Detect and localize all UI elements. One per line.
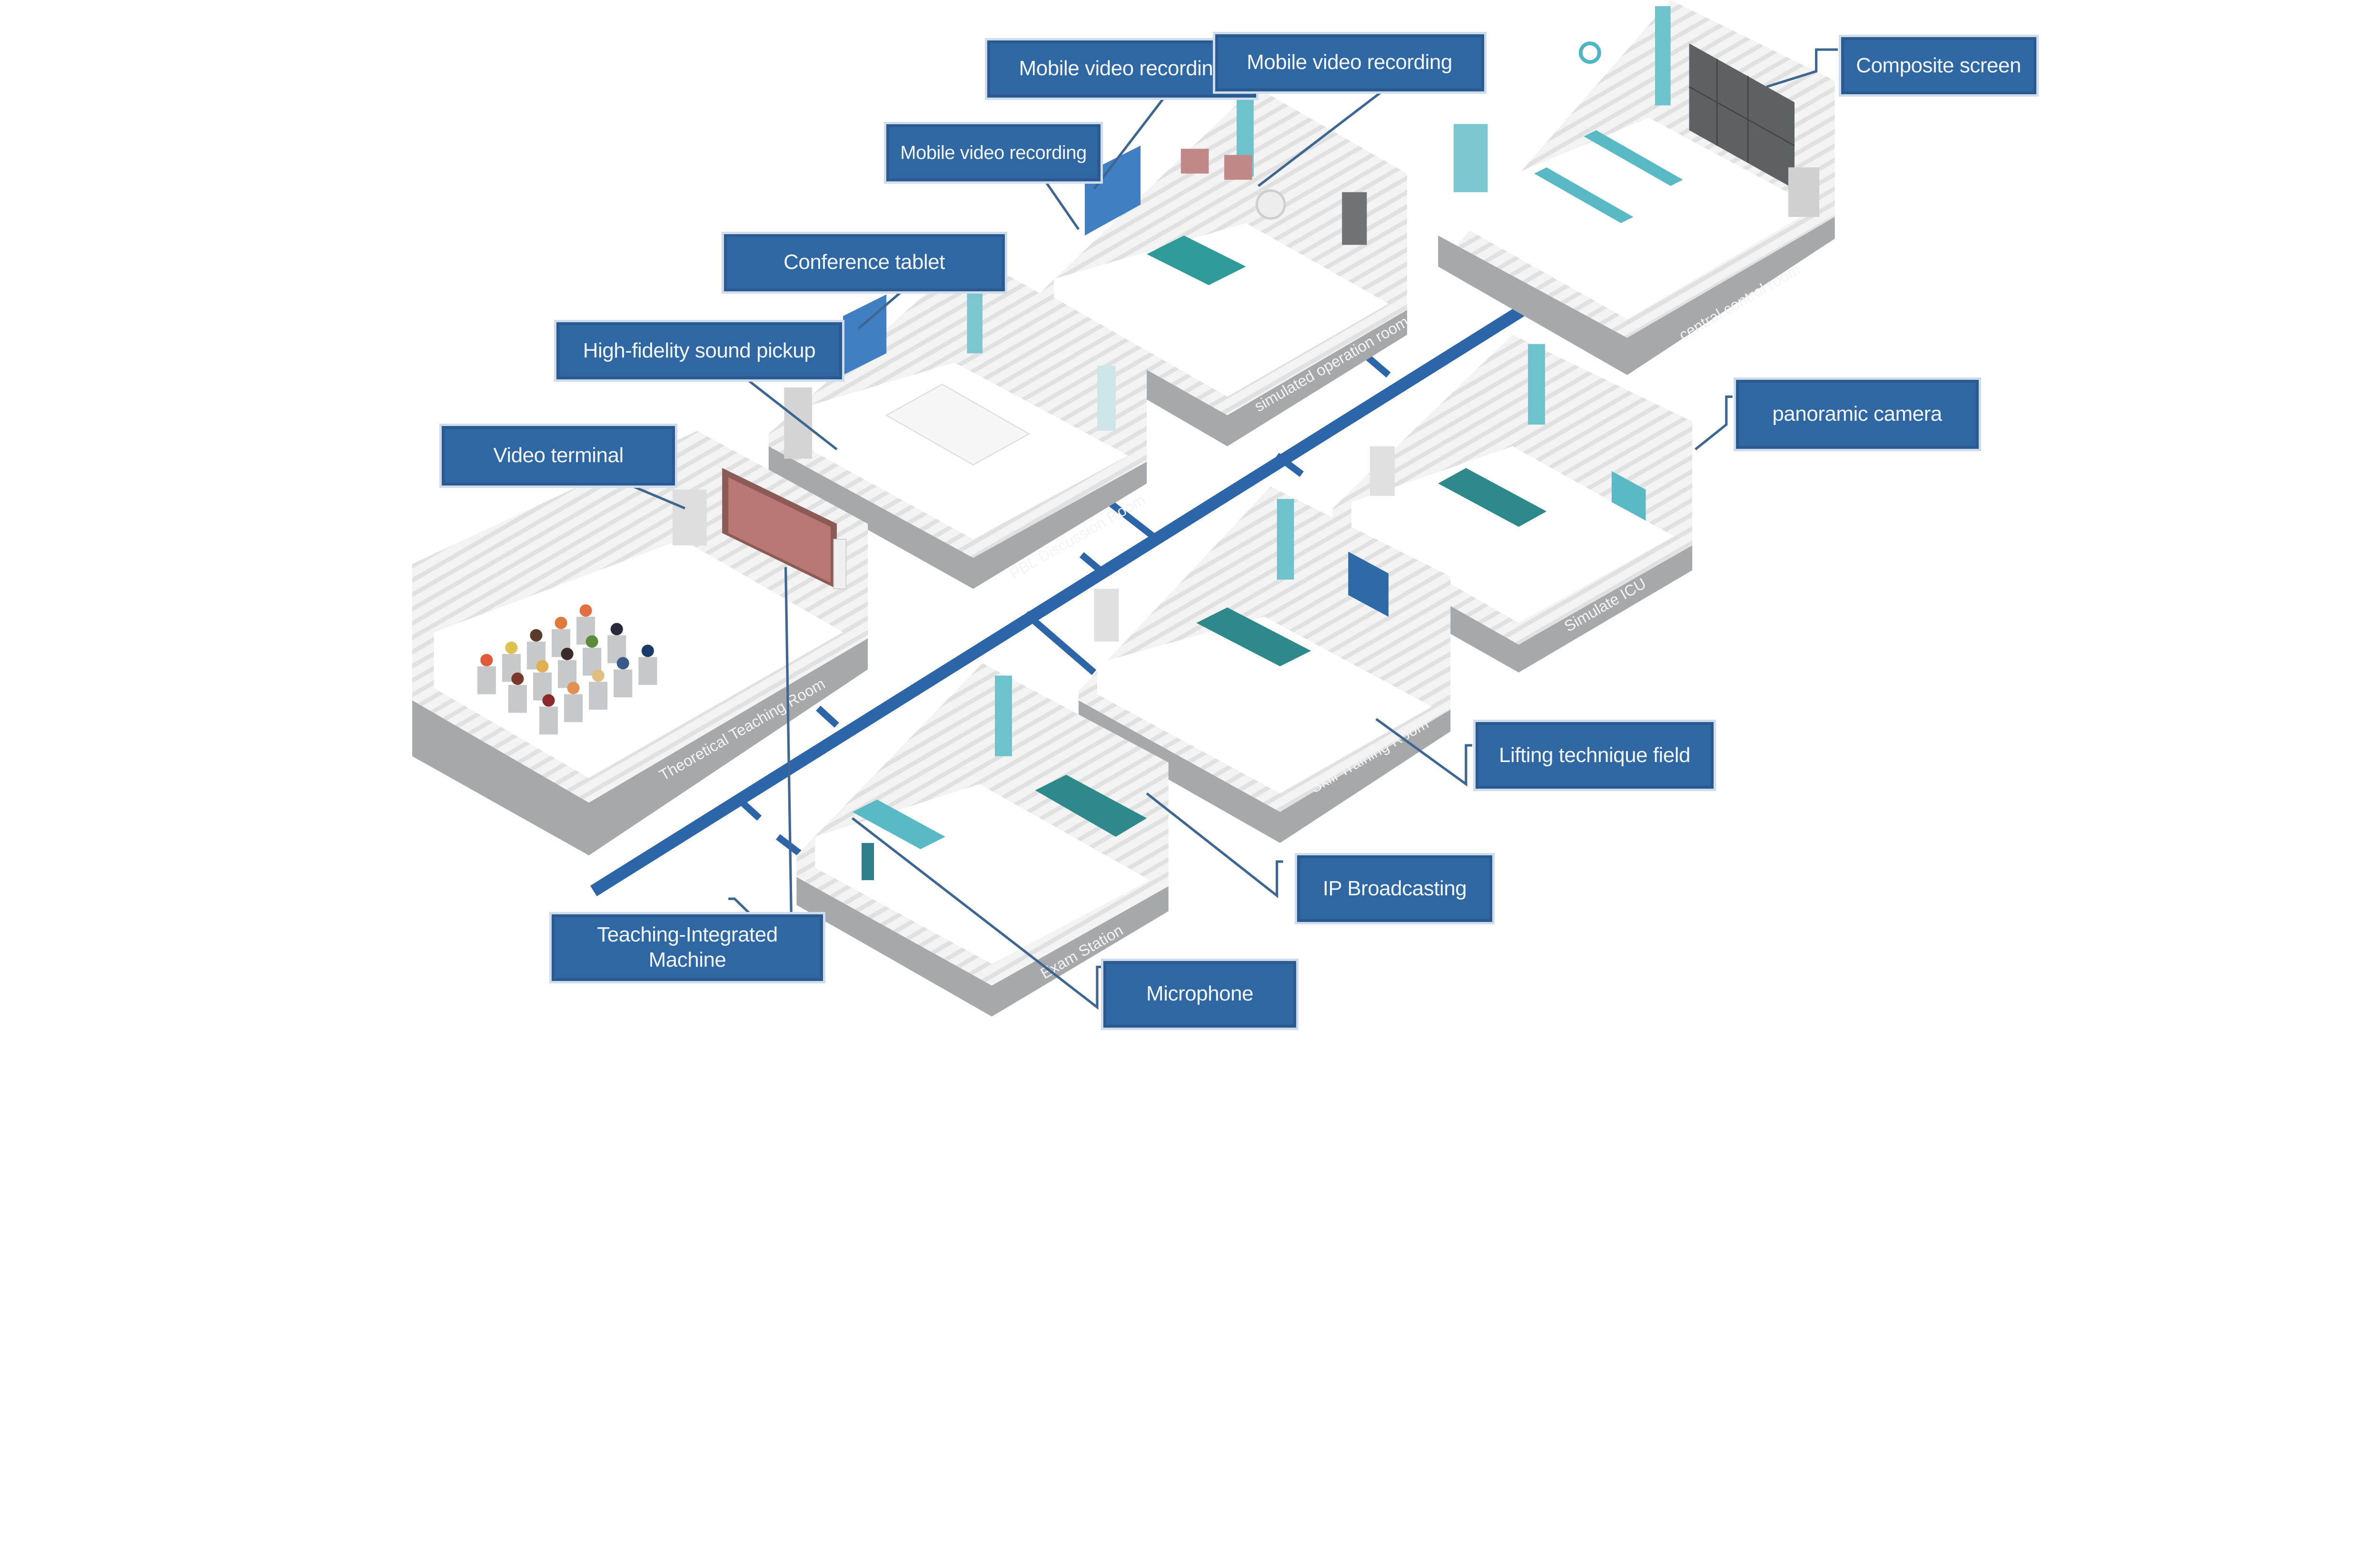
callout-microphone: Microphone xyxy=(1103,961,1296,1028)
facility-diagram-stage: Theoretical Teaching Room PBL Discussion… xyxy=(412,0,2036,1028)
callout-mobile-video-recording-1: Mobile video recording xyxy=(987,40,1256,98)
callout-video-terminal: Video terminal xyxy=(442,426,675,486)
room-theoretical-teaching xyxy=(412,431,868,856)
room-exam-station xyxy=(796,663,1169,1017)
room-pbl-discussion xyxy=(768,254,1147,589)
callout-panoramic-camera: panoramic camera xyxy=(1735,379,1979,449)
room-skill-training xyxy=(1078,486,1451,843)
callout-ip-broadcasting: IP Broadcasting xyxy=(1297,855,1492,922)
callout-high-fidelity-sound-pickup: High-fidelity sound pickup xyxy=(556,322,842,380)
callout-mobile-video-recording-2: Mobile video recording xyxy=(1215,34,1484,91)
facility-diagram: Theoretical Teaching Room PBL Discussion… xyxy=(412,0,1838,1017)
callout-mobile-video-recording-3: Mobile video recording xyxy=(886,124,1101,181)
callout-lifting-technique-field: Lifting technique field xyxy=(1476,722,1714,789)
room-central-control xyxy=(1438,0,1835,375)
callout-teaching-integrated-machine: Teaching-Integrated Machine xyxy=(552,914,823,981)
callout-composite-screen: Composite screen xyxy=(1841,37,2036,95)
callout-conference-tablet: Conference tablet xyxy=(724,234,1005,291)
